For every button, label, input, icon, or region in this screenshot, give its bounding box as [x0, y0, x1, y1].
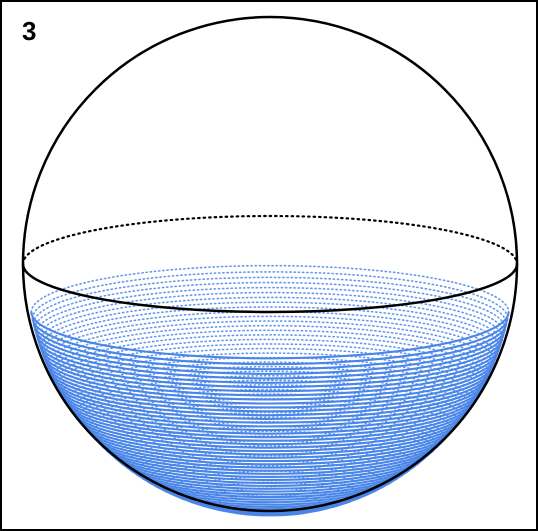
liquid-ring-back: [180, 475, 360, 495]
liquid-ring-back: [41, 306, 499, 353]
liquid-ring-back: [48, 324, 492, 370]
liquid-ring-back: [64, 356, 476, 399]
liquid-ring-back: [54, 338, 486, 382]
liquid-ring-back: [69, 365, 471, 407]
liquid-ring-back: [31, 271, 509, 319]
liquid-ring-back: [72, 370, 468, 411]
liquid-ring-back: [116, 425, 424, 458]
liquid-ring-front: [91, 433, 449, 469]
liquid-ring-front: [81, 421, 459, 459]
liquid-ring-back: [46, 320, 494, 366]
liquid-ring-back: [142, 449, 398, 476]
liquid-ring-back: [99, 407, 441, 442]
liquid-ring-back: [50, 329, 490, 374]
liquid-ring-back: [75, 375, 465, 415]
liquid-ring-back: [67, 361, 473, 403]
liquid-ring-back: [81, 384, 459, 423]
liquid-ring-back: [33, 276, 507, 325]
liquid-ring-back: [35, 286, 505, 334]
liquid-ring-back: [121, 430, 419, 461]
liquid-ring-front: [59, 389, 481, 432]
liquid-ring-back: [95, 402, 445, 438]
liquid-ring-front: [52, 376, 488, 420]
liquid-ring-back: [91, 397, 449, 434]
liquid-ring-back: [78, 379, 462, 419]
liquid-ring-back: [88, 393, 452, 430]
liquid-ring-back: [171, 470, 369, 491]
liquid-ring-back: [57, 343, 483, 386]
liquid-ring-back: [201, 487, 339, 503]
liquid-ring-back: [163, 465, 377, 488]
liquid-ring-back: [52, 334, 488, 378]
liquid-ring-back: [39, 301, 501, 348]
liquid-ring-back: [36, 291, 504, 339]
liquid-ring-front: [72, 409, 468, 449]
liquid-ring-back: [126, 435, 414, 465]
liquid-ring-front: [189, 497, 351, 515]
panel-number: 3: [22, 16, 37, 46]
liquid-ring-front: [61, 393, 479, 435]
liquid-ring-back: [149, 454, 391, 480]
liquid-ring-back: [215, 493, 325, 506]
liquid-ring-front: [32, 323, 508, 371]
liquid-ring-front: [48, 368, 492, 413]
liquid-ring-front: [64, 397, 476, 439]
liquid-ring-back: [156, 459, 384, 484]
liquid-ring-front: [215, 504, 325, 517]
liquid-ring-front: [88, 429, 452, 466]
liquid-ring-back: [107, 416, 433, 450]
liquid-ring-back: [131, 440, 409, 469]
liquid-ring-back: [59, 347, 481, 391]
liquid-ring-back: [45, 315, 495, 361]
liquid-ring-back: [137, 444, 403, 473]
liquid-hemisphere: [30, 264, 510, 517]
liquid-ring-back: [84, 388, 456, 427]
equator-front: [21, 263, 519, 314]
liquid-ring-front: [99, 440, 441, 475]
liquid-ring-back: [111, 421, 429, 454]
liquid-ring-front: [50, 372, 490, 417]
liquid-ring-front: [78, 417, 462, 456]
liquid-ring-front: [54, 381, 486, 424]
equator-back-dotted: [21, 214, 519, 266]
liquid-ring-front: [69, 405, 471, 446]
liquid-ring-back: [103, 411, 437, 446]
